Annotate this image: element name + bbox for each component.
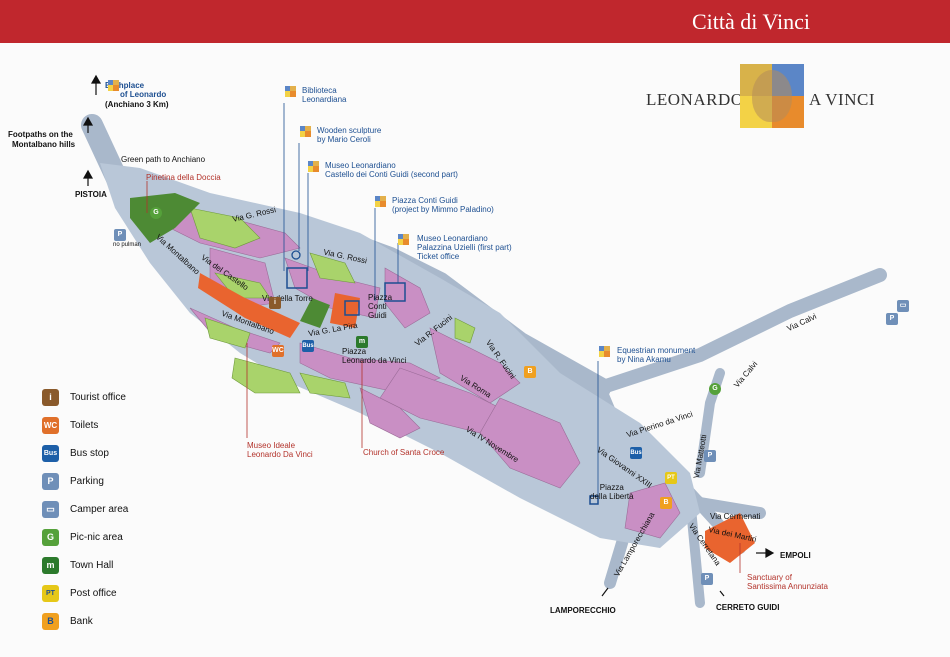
bank-marker: B bbox=[660, 497, 672, 509]
town-map bbox=[81, 74, 887, 608]
leonardo-portrait-image bbox=[740, 64, 804, 128]
parking-marker: P bbox=[704, 450, 716, 462]
green-path-label: Green path to Anchiano bbox=[121, 155, 206, 164]
bank-marker: B bbox=[524, 366, 536, 378]
post-office-marker: PT bbox=[665, 472, 677, 484]
poi-outlines bbox=[286, 267, 599, 505]
tourist-office-icon: i bbox=[42, 389, 59, 406]
street-label: Via Cermenati bbox=[710, 512, 761, 521]
dark-green-area bbox=[130, 193, 200, 243]
bus-stop-marker: Bus bbox=[302, 340, 314, 352]
poi-logo-icon bbox=[375, 196, 386, 207]
red-leader-lines bbox=[146, 181, 741, 573]
camper-icon: ▭ bbox=[42, 501, 59, 518]
poi-logo-icon bbox=[599, 346, 610, 357]
direction-arrows bbox=[82, 74, 775, 597]
poi-logo-icon bbox=[300, 126, 311, 137]
street-label: Via della Torre bbox=[262, 294, 313, 303]
picnic-marker: G bbox=[150, 207, 162, 219]
birthplace-label: Birthplace bbox=[105, 81, 145, 90]
poi-logo-icon bbox=[398, 234, 409, 245]
town-hall-icon: m bbox=[42, 557, 59, 574]
logo-text-left: LEONARDO bbox=[646, 90, 744, 109]
footpaths-label: Footpaths on the bbox=[8, 130, 73, 139]
poi-logo-icon bbox=[108, 80, 119, 91]
toilets-icon: WC bbox=[42, 417, 59, 434]
no-pulman-label: no pulman bbox=[113, 242, 142, 248]
post-office-icon: PT bbox=[42, 585, 59, 602]
poi-logo-icon bbox=[285, 86, 296, 97]
logo-text-right: A VINCI bbox=[809, 90, 875, 109]
destination-lamporecchio: LAMPORECCHIO bbox=[550, 606, 616, 615]
parking-marker: P bbox=[886, 313, 898, 325]
bank-icon: B bbox=[42, 613, 59, 630]
toilets-marker: WC bbox=[272, 345, 284, 357]
parking-icon: P bbox=[42, 473, 59, 490]
picnic-marker: G bbox=[709, 383, 721, 395]
leonardo-logo: LEONARDO A VINCI bbox=[646, 64, 896, 128]
picnic-icon: G bbox=[42, 529, 59, 546]
poi-logo-icon bbox=[308, 161, 319, 172]
poi-leader-lines bbox=[283, 103, 599, 498]
destination-cerreto-guidi: CERRETO GUIDI bbox=[716, 603, 780, 612]
pinetina-label: Pinetina della Doccia bbox=[146, 173, 221, 182]
piazza-conti-guidi-label: Piazza Conti Guidi(project by Mimmo Pala… bbox=[392, 196, 494, 214]
destination-empoli: EMPOLI bbox=[780, 551, 811, 560]
parking-marker: P bbox=[701, 573, 713, 585]
town-hall-marker: m bbox=[356, 336, 368, 348]
header-banner: Città di Vinci bbox=[0, 0, 950, 43]
castle-green bbox=[300, 298, 330, 328]
santa-croce-label: Church of Santa Croce bbox=[363, 448, 445, 457]
camper-marker: ▭ bbox=[897, 300, 909, 312]
sculpture-marker bbox=[291, 250, 301, 260]
green-areas bbox=[189, 207, 476, 399]
bus-stop-marker: Bus bbox=[630, 447, 642, 459]
bus-stop-icon: Bus bbox=[42, 445, 59, 462]
pistoia-label: PISTOIA bbox=[75, 190, 107, 199]
map-title: Città di Vinci bbox=[691, 9, 810, 34]
parking-marker: P bbox=[114, 229, 126, 241]
tourist-office-marker: i bbox=[269, 297, 281, 309]
birthplace-distance: (Anchiano 3 Km) bbox=[105, 100, 169, 109]
